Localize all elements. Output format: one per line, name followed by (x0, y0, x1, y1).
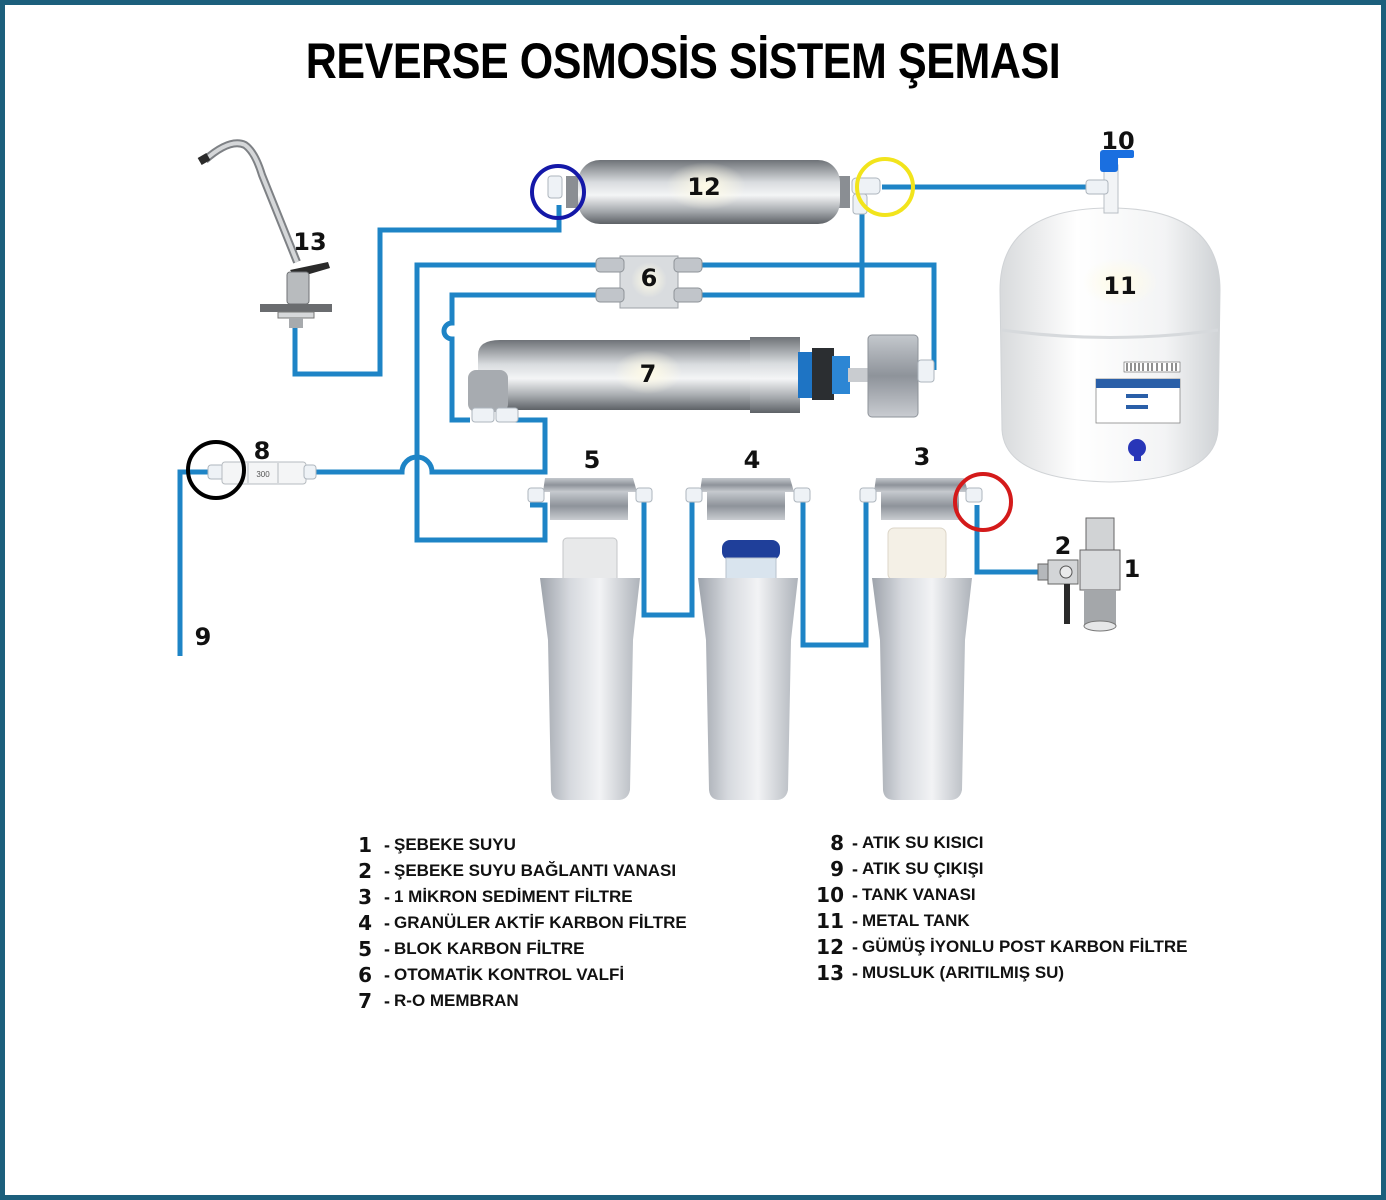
filter-housing-5 (527, 478, 653, 800)
tank-valve-10 (1085, 150, 1134, 214)
legend-text: ATIK SU ÇIKIŞI (862, 859, 984, 878)
valve-to-membrane-outlet-pipe (698, 262, 937, 370)
postfilter-to-faucet-pipe (292, 205, 562, 377)
label-10: 10 (1101, 127, 1134, 155)
restrictor-highlight-circle-black (186, 440, 246, 500)
label-1: 1 (1124, 555, 1141, 583)
valve-to-filter5-pipe (414, 262, 600, 543)
legend-text: METAL TANK (862, 911, 970, 930)
legend-item: 10-TANK VANASI (810, 882, 1188, 908)
restrictor-to-membrane-pipe (312, 417, 548, 475)
legend-number: 11 (816, 909, 844, 933)
legend-number: 7 (358, 989, 372, 1013)
legend-left: 1-ŞEBEKE SUYU 2-ŞEBEKE SUYU BAĞLANTI VAN… (352, 832, 687, 1014)
legend-number: 4 (358, 911, 372, 935)
legend-text: OTOMATİK KONTROL VALFİ (394, 965, 625, 984)
label-3: 3 (914, 443, 931, 471)
legend-text: MUSLUK (ARITILMIŞ SU) (862, 963, 1065, 982)
legend-text: R-O MEMBRAN (394, 991, 519, 1010)
restrictor-marking: 300 (256, 470, 270, 479)
legend-item: 7-R-O MEMBRAN (352, 988, 687, 1014)
label-8: 8 (254, 437, 271, 465)
filter4-to-filter3-pipe (800, 500, 869, 648)
legend-number: 2 (358, 859, 372, 883)
legend-item: 4-GRANÜLER AKTİF KARBON FİLTRE (352, 910, 687, 936)
label-4: 4 (744, 446, 761, 474)
legend-right: 8-ATIK SU KISICI 9-ATIK SU ÇIKIŞI 10-TAN… (810, 830, 1188, 986)
legend-number: 13 (816, 961, 844, 985)
label-12: 12 (687, 173, 720, 201)
legend-item: 9-ATIK SU ÇIKIŞI (810, 856, 1188, 882)
feed-highlight-circle-red (953, 472, 1013, 532)
legend-item: 5-BLOK KARBON FİLTRE (352, 936, 687, 962)
outlet-highlight-circle-yellow (855, 157, 915, 217)
diagram-title: REVERSE OSMOSİS SİSTEM ŞEMASI (305, 33, 1061, 89)
label-6: 6 (641, 264, 658, 292)
legend-item: 2-ŞEBEKE SUYU BAĞLANTI VANASI (352, 858, 687, 884)
legend-text: BLOK KARBON FİLTRE (394, 939, 585, 958)
label-5: 5 (584, 446, 601, 474)
drain-pipe (177, 469, 215, 656)
auto-shutoff-valve-6 (595, 255, 703, 309)
flow-restrictor-8: 300 (207, 461, 317, 485)
valve-to-membrane-inlet-pipe (441, 292, 600, 423)
legend-item: 12-GÜMÜŞ İYONLU POST KARBON FİLTRE (810, 934, 1188, 960)
legend-number: 3 (358, 885, 372, 909)
legend-number: 5 (358, 937, 372, 961)
feed-valve-2 (1037, 559, 1079, 624)
legend-item: 8-ATIK SU KISICI (810, 830, 1188, 856)
legend-text: ŞEBEKE SUYU BAĞLANTI VANASI (394, 861, 677, 880)
post-carbon-filter-12 (547, 160, 881, 224)
legend-number: 12 (816, 935, 844, 959)
legend-text: GÜMÜŞ İYONLU POST KARBON FİLTRE (862, 937, 1188, 956)
legend-item: 1-ŞEBEKE SUYU (352, 832, 687, 858)
legend-item: 3-1 MİKRON SEDİMENT FİLTRE (352, 884, 687, 910)
label-11: 11 (1103, 272, 1136, 300)
label-13: 13 (293, 228, 326, 256)
legend-item: 13-MUSLUK (ARITILMIŞ SU) (810, 960, 1188, 986)
valve-to-postfilter-pipe (698, 210, 865, 298)
legend-number: 6 (358, 963, 372, 987)
legend-text: ATIK SU KISICI (862, 833, 984, 852)
legend-number: 10 (816, 883, 844, 907)
filter-housing-4 (685, 478, 811, 800)
label-2: 2 (1055, 532, 1072, 560)
mains-water-pipe-1 (1079, 517, 1121, 632)
filter5-to-filter4-pipe (641, 500, 695, 618)
legend-number: 1 (358, 833, 372, 857)
inlet-highlight-circle-blue (530, 164, 586, 220)
label-9: 9 (195, 623, 212, 651)
filter3-to-inlet-valve-pipe (974, 505, 1040, 575)
ro-membrane-7 (468, 334, 935, 423)
legend-text: 1 MİKRON SEDİMENT FİLTRE (394, 887, 633, 906)
legend-item: 11-METAL TANK (810, 908, 1188, 934)
legend-text: ŞEBEKE SUYU (394, 835, 516, 854)
pipes (177, 184, 1090, 656)
label-7: 7 (640, 360, 657, 388)
legend-text: TANK VANASI (862, 885, 976, 904)
legend-item: 6-OTOMATİK KONTROL VALFİ (352, 962, 687, 988)
legend-text: GRANÜLER AKTİF KARBON FİLTRE (394, 913, 687, 932)
filter-housing-3 (859, 478, 983, 800)
legend-number: 9 (830, 857, 844, 881)
storage-tank-11 (999, 207, 1221, 483)
legend-number: 8 (830, 831, 844, 855)
faucet-13 (197, 139, 332, 328)
